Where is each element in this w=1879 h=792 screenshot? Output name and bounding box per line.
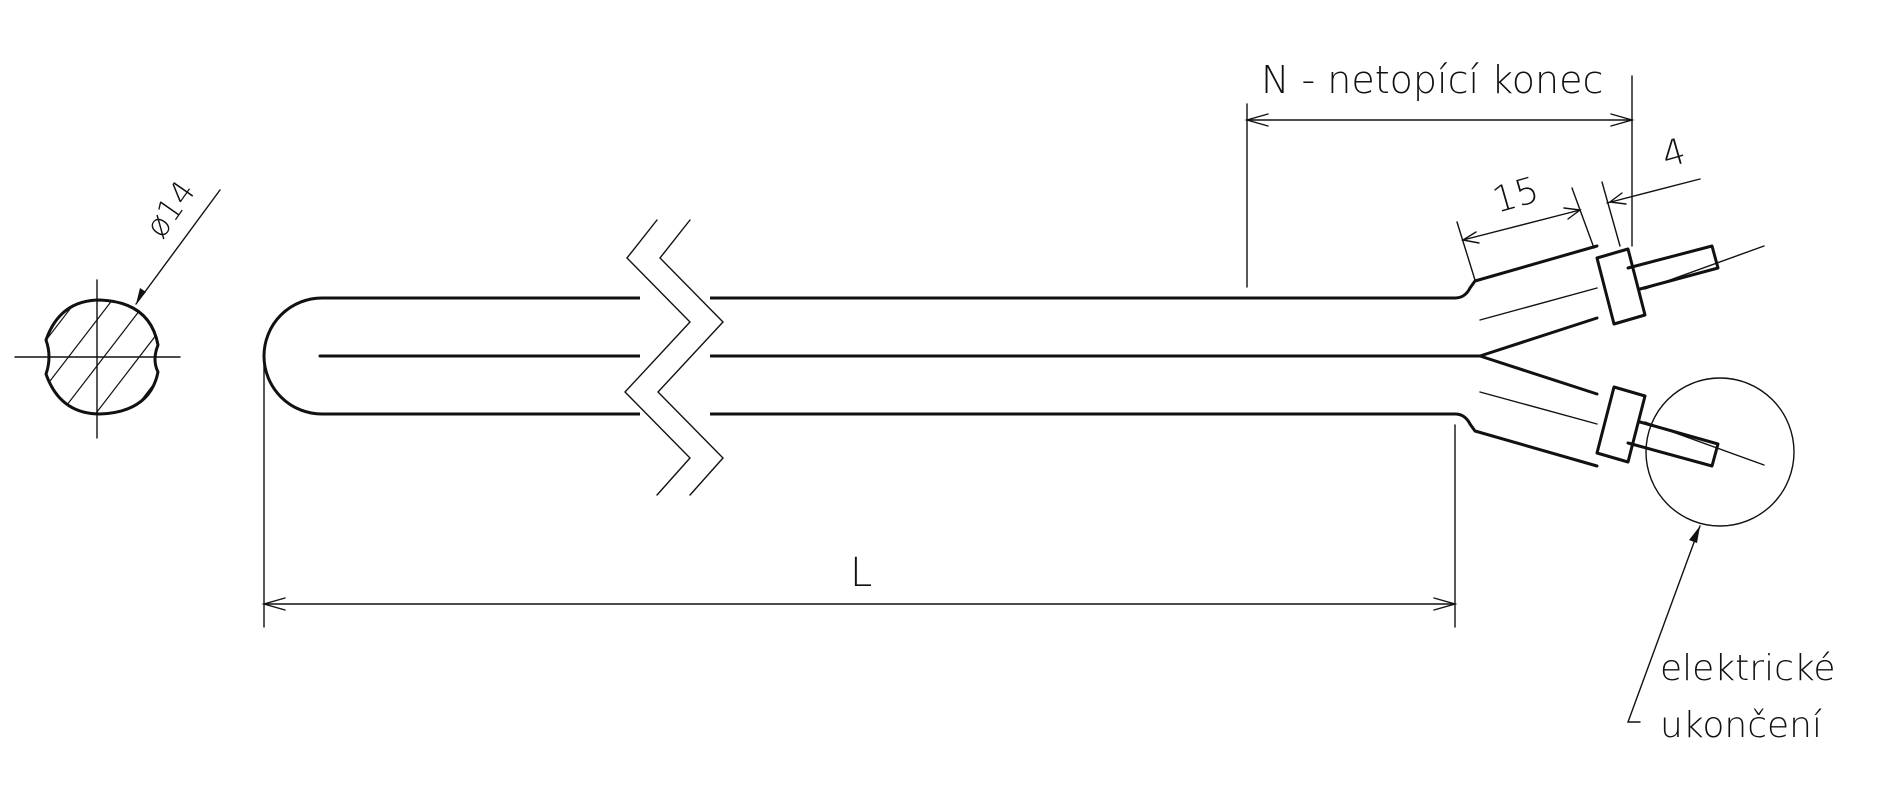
- upper-terminal-axis: [1644, 245, 1765, 290]
- section-hatching: [46, 300, 158, 414]
- cross-section: ø14: [14, 173, 221, 439]
- tube-inner-axis-upper: [1479, 287, 1598, 321]
- dim-15-arrow-right: [1563, 207, 1582, 220]
- section-outline: [44, 298, 160, 416]
- dim-L-arrow-left: [261, 597, 286, 611]
- tube-body: [262, 219, 1599, 496]
- break-line-left: [624, 219, 691, 496]
- break-line-right: [657, 219, 724, 496]
- lower-terminal: [1595, 385, 1765, 468]
- diameter-leader: [135, 189, 221, 305]
- dim-4-line: [1606, 178, 1701, 204]
- dim-15-ext-right: [1571, 187, 1595, 249]
- lower-terminal-collar: [1595, 385, 1647, 464]
- dim-15-line: [1462, 209, 1581, 241]
- diameter-arrowhead: [136, 288, 146, 304]
- dim-4-ext: [1601, 181, 1621, 247]
- dim-L-label: L: [850, 550, 872, 596]
- dimension-L: L: [261, 363, 1458, 628]
- termination-label-line1: elektrické: [1660, 648, 1836, 689]
- dim-4-label: 4: [1657, 131, 1690, 177]
- electric-termination-callout: elektrické ukončení: [1626, 525, 1836, 746]
- dim-N-arrow-right: [1610, 113, 1635, 127]
- lower-terminal-pin: [1626, 420, 1720, 468]
- dim-N-arrow-left: [1244, 113, 1269, 127]
- dim-15-arrow-left: [1461, 231, 1480, 244]
- diameter-label: ø14: [137, 173, 203, 244]
- tube-center-line: [318, 316, 1599, 396]
- termination-leader: [1626, 525, 1701, 723]
- dim-4-arrow: [1608, 192, 1627, 205]
- dim-15-ext-left: [1456, 221, 1476, 281]
- upper-terminal: [1595, 244, 1765, 326]
- termination-arrowhead: [1689, 526, 1700, 543]
- dim-15-label: 15: [1488, 170, 1543, 222]
- lower-terminal-axis: [1644, 421, 1765, 466]
- upper-terminal-pin: [1626, 244, 1720, 291]
- tube-outline-bottom: [320, 412, 1599, 468]
- tube-outline-top: [320, 244, 1599, 300]
- upper-terminal-collar: [1595, 247, 1647, 326]
- dimension-4: 4: [1601, 131, 1701, 247]
- termination-label-line2: ukončení: [1660, 705, 1822, 746]
- break-gap: [640, 280, 710, 440]
- tube-inner-axis-lower: [1479, 391, 1598, 425]
- tube-end-arc: [262, 296, 324, 416]
- dimension-N: N - netopící konec: [1244, 58, 1635, 288]
- dim-N-label: N - netopící konec: [1261, 58, 1603, 102]
- detail-circle: [1645, 377, 1795, 527]
- dim-L-arrow-right: [1433, 597, 1458, 611]
- dimension-15: 15: [1456, 170, 1595, 281]
